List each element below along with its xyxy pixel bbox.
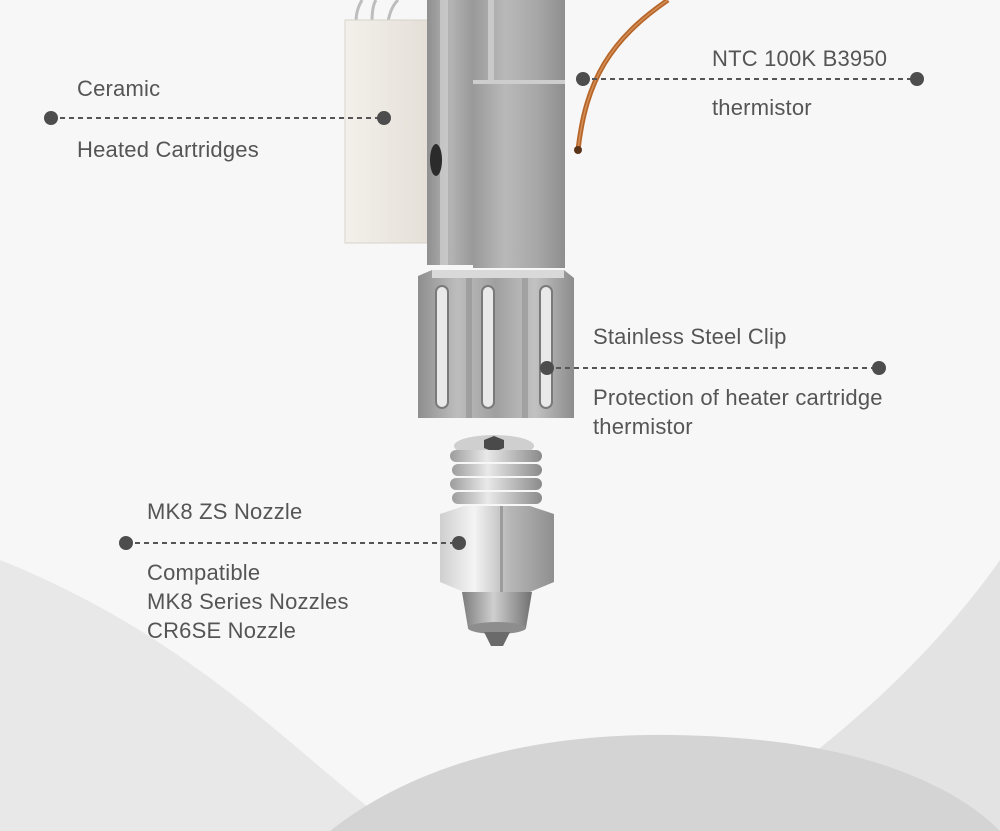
thermistor-bead — [574, 146, 582, 154]
background-waves — [0, 560, 1000, 831]
wave-right — [700, 560, 1000, 831]
nozzle-dot-left — [119, 536, 133, 550]
column-groove — [488, 0, 494, 82]
ceramic-heater-cartridge — [344, 0, 431, 244]
nozzle-dot-right — [452, 536, 466, 550]
ceramic-dot-right — [377, 111, 391, 125]
leader-lines — [51, 78, 917, 544]
ceramic-dot-left — [44, 111, 58, 125]
nozzle-threads — [450, 450, 542, 504]
ceramic-cartridge-body — [344, 19, 431, 244]
clip-fold-left — [466, 278, 472, 418]
nozzle-callout-compat: Compatible MK8 Series Nozzles CR6SE Nozz… — [147, 558, 349, 645]
heater-block — [427, 0, 565, 268]
clip-callout-description: Protection of heater cartridge thermisto… — [593, 383, 883, 441]
clip-description-line: thermistor — [593, 414, 693, 439]
wave-light — [0, 560, 400, 831]
wave-dark — [330, 734, 1000, 831]
clip-description-line: Protection of heater cartridge — [593, 385, 883, 410]
clip-callout-title: Stainless Steel Clip — [593, 324, 787, 349]
stainless-steel-clip — [418, 270, 574, 418]
clip-slot-3 — [539, 285, 553, 409]
nozzle-orifice — [484, 632, 510, 646]
leader-dots — [44, 72, 924, 550]
thermistor-dot-right — [910, 72, 924, 86]
heater-wires — [354, 0, 400, 23]
nozzle-compat-line: Compatible — [147, 560, 261, 585]
nozzle-callout-title: MK8 ZS Nozzle — [147, 499, 303, 524]
ceramic-callout-title: Ceramic — [77, 76, 161, 101]
block-left — [427, 0, 473, 265]
clip-slot-2 — [481, 285, 495, 409]
block-main — [473, 80, 565, 268]
nozzle-hex-socket — [484, 436, 504, 452]
clip-fold-right — [522, 278, 528, 418]
thermistor-callout-title: NTC 100K B3950 — [712, 46, 888, 71]
thermistor-dot-left — [576, 72, 590, 86]
nozzle-tip-base — [468, 622, 526, 634]
thermistor-wire — [574, 0, 670, 154]
clip-dot-left — [540, 361, 554, 375]
clip-top-rim — [432, 270, 564, 278]
ceramic-callout-subtitle: Heated Cartridges — [77, 137, 259, 162]
clip-dot-right — [872, 361, 886, 375]
nozzle-hex-face-edge — [500, 506, 503, 592]
clip-slot-1 — [435, 285, 449, 409]
mk8-nozzle — [440, 435, 554, 646]
nozzle-hex-body — [440, 506, 554, 592]
nozzle-compat-line: MK8 Series Nozzles — [147, 589, 349, 614]
thermistor-callout-subtitle: thermistor — [712, 95, 812, 120]
heatsink-column — [473, 0, 565, 82]
nozzle-compat-line: CR6SE Nozzle — [147, 618, 297, 643]
block-edge — [473, 80, 565, 84]
block-left-highlight — [440, 0, 448, 265]
block-screw-hole — [430, 144, 442, 176]
nozzle-tip — [462, 592, 532, 628]
clip-body — [418, 270, 574, 418]
